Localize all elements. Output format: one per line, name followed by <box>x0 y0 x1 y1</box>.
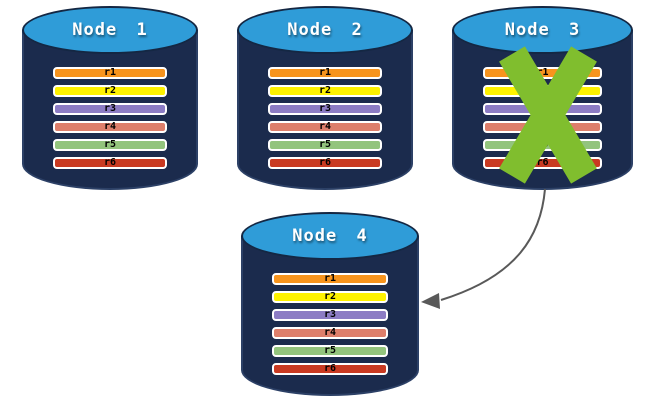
row-label: r2 <box>103 85 117 96</box>
node-1-row-r4: r4 <box>53 121 167 133</box>
row-label: r1 <box>323 273 337 284</box>
row-label: r4 <box>318 121 332 132</box>
node-2-row-r4: r4 <box>268 121 382 133</box>
node-4-row-r5: r5 <box>272 345 388 357</box>
node-4-row-r1: r1 <box>272 273 388 285</box>
node-2-row-r6: r6 <box>268 157 382 169</box>
node-2-row-r3: r3 <box>268 103 382 115</box>
node-4-title: Node 4 <box>292 226 368 246</box>
node-1-row-r6: r6 <box>53 157 167 169</box>
row-label: r4 <box>323 327 337 338</box>
node-2: Node 2 r1 r2 r3 r4 r5 r6 <box>237 6 413 190</box>
row-label: r6 <box>323 363 337 374</box>
row-label: r1 <box>536 67 549 78</box>
node-1-title: Node 1 <box>72 20 148 40</box>
node-2-row-r5: r5 <box>268 139 382 151</box>
row-label: r5 <box>318 139 332 150</box>
row-label: r5 <box>323 345 337 356</box>
node-4-row-r4: r4 <box>272 327 388 339</box>
node-1-rows: r1 r2 r3 r4 r5 r6 <box>53 67 167 169</box>
failover-arrowhead <box>421 293 440 309</box>
node-2-row-r1: r1 <box>268 67 382 79</box>
row-label: r6 <box>103 157 117 168</box>
node-4-rows: r1 r2 r3 r4 r5 r6 <box>272 273 388 375</box>
failover-arrow-line <box>440 188 546 301</box>
row-label: r4 <box>103 121 117 132</box>
row-label: r3 <box>103 103 117 114</box>
row-label: r3 <box>323 309 337 320</box>
row-label: r5 <box>103 139 117 150</box>
node-1-row-r2: r2 <box>53 85 167 97</box>
row-label: r6 <box>318 157 332 168</box>
row-label: r1 <box>103 67 117 78</box>
row-label: r3 <box>318 103 332 114</box>
node-4: Node 4 r1 r2 r3 r4 r5 r6 <box>241 212 419 396</box>
node-3-cylinder-top: Node 3 <box>452 6 633 54</box>
node-1: Node 1 r1 r2 r3 r4 r5 r6 <box>22 6 198 190</box>
node-3-title: Node 3 <box>504 20 581 40</box>
node-2-cylinder-top: Node 2 <box>237 6 413 54</box>
node-2-row-r2: r2 <box>268 85 382 97</box>
node-4-cylinder-top: Node 4 <box>241 212 419 260</box>
node-1-cylinder-top: Node 1 <box>22 6 198 54</box>
failure-x-icon <box>499 46 597 184</box>
row-label: r2 <box>323 291 337 302</box>
row-label: r2 <box>318 85 332 96</box>
row-label: r1 <box>318 67 332 78</box>
node-4-row-r6: r6 <box>272 363 388 375</box>
node-1-row-r5: r5 <box>53 139 167 151</box>
node-1-row-r1: r1 <box>53 67 167 79</box>
row-label: r6 <box>536 157 549 168</box>
node-4-row-r3: r3 <box>272 309 388 321</box>
node-4-row-r2: r2 <box>272 291 388 303</box>
node-1-row-r3: r3 <box>53 103 167 115</box>
node-2-rows: r1 r2 r3 r4 r5 r6 <box>268 67 382 169</box>
node-2-title: Node 2 <box>287 20 363 40</box>
node-3: Node 3 r1 r2 r3 r4 r5 r6 <box>452 6 633 190</box>
